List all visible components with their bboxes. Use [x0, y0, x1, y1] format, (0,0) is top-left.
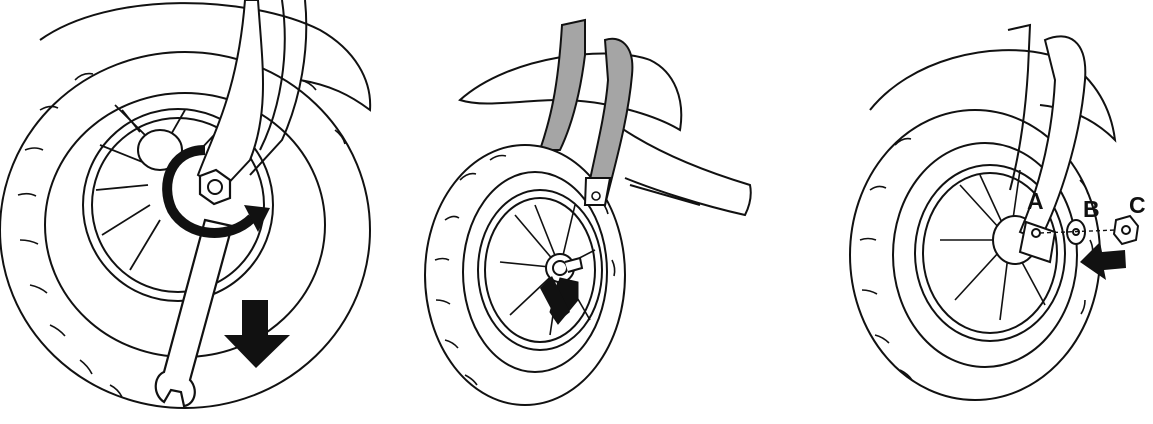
- counterclockwise-rotation-arrow-icon: [162, 145, 256, 238]
- panel-insert-axle: [400, 0, 770, 424]
- frame-tube: [609, 119, 752, 217]
- part-label-c: C: [1129, 192, 1146, 218]
- tire-inner: [462, 171, 608, 373]
- part-label-a: A: [1027, 188, 1044, 214]
- fork-leg: [1018, 35, 1087, 242]
- panel-1-illustration: [0, 0, 372, 409]
- rim-outer: [82, 108, 274, 302]
- left-arrow-icon: [1080, 242, 1126, 280]
- tire-outer: [424, 144, 626, 406]
- wrench-icon: [154, 218, 234, 408]
- rim-outer: [477, 189, 603, 351]
- panel-2-illustration: [424, 18, 752, 406]
- part-label-b: B: [1083, 196, 1100, 222]
- panel-3-illustration: [849, 23, 1140, 401]
- down-arrow-icon: [224, 300, 290, 368]
- hub: [137, 129, 183, 171]
- tire-inner: [892, 142, 1078, 368]
- assembly-guide-line: [1039, 229, 1117, 234]
- rim-outer: [914, 164, 1066, 342]
- fork-leg-front: [583, 37, 634, 206]
- tire-tread: [17, 72, 346, 398]
- rim-inner: [922, 172, 1058, 334]
- axle: [564, 256, 584, 273]
- panel-loosen-axle-nut: [0, 0, 380, 424]
- panel-fasten-washer-and-nut: A B C: [840, 0, 1153, 424]
- rim-inner: [91, 117, 265, 293]
- tire-tread: [859, 137, 1094, 381]
- rim-inner: [484, 197, 596, 343]
- axle-a: [1031, 228, 1041, 238]
